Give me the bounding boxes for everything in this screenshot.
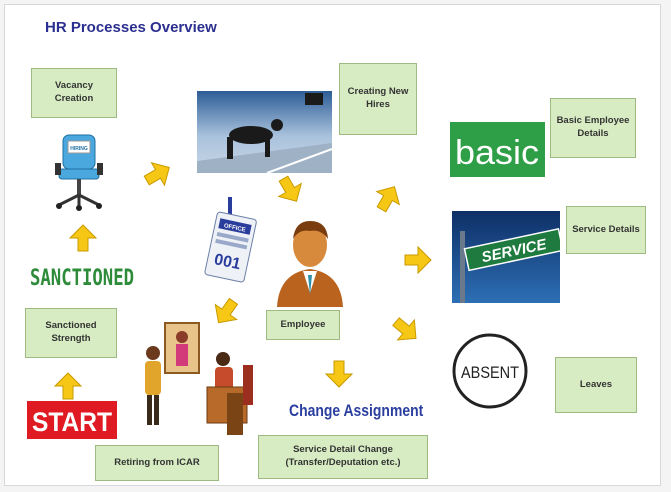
service-details-box: Service Details (566, 206, 646, 254)
sanctioned-text: SANCTIONED (30, 266, 134, 291)
retiring-from-icar-box: Retiring from ICAR (95, 445, 219, 481)
chair-sign-text: HIRING (70, 146, 88, 152)
creating-new-hires-box: Creating New Hires (339, 63, 417, 135)
office-chair-image: HIRING (55, 134, 103, 211)
arrow-sanctioned-to-vacancy (68, 224, 98, 252)
arrow-to-change-assignment (324, 360, 354, 388)
badge-top-text: OFFICE (223, 223, 246, 233)
sanctioned-word: SANCTIONED (30, 266, 134, 291)
change-assignment-label: Change Assignment (289, 401, 424, 420)
leaves-box: Leaves (555, 357, 637, 413)
start-sign: START (27, 401, 117, 439)
employee-box: Employee (266, 310, 340, 340)
page-title: HR Processes Overview (45, 19, 217, 36)
arrow-start-to-strength (53, 372, 83, 400)
retirement-scene-image (145, 322, 253, 435)
arrow-to-basic (375, 186, 401, 213)
arrow-to-retirement (214, 297, 239, 324)
sanctioned-strength-box: Sanctioned Strength (25, 308, 117, 358)
basic-tile: basic (450, 122, 545, 177)
employee-icon (277, 221, 343, 307)
arrow-to-service (404, 245, 432, 275)
arrow-hiring-to-employee (277, 175, 303, 202)
start-text: START (32, 407, 112, 437)
absent-text: ABSENT (461, 363, 519, 382)
vacancy-creation-box: Vacancy Creation (31, 68, 117, 118)
arrow-to-leaves (392, 317, 417, 341)
basic-employee-details-box: Basic Employee Details (550, 98, 636, 158)
absent-stamp: ABSENT (452, 333, 528, 409)
basic-text: basic (455, 134, 539, 172)
slide: HR Processes Overview Vacancy Creation C… (4, 4, 661, 486)
starting-line-photo (197, 91, 332, 173)
arrow-vacancy-to-hiring (143, 161, 170, 187)
badge-number-text: 001 (213, 251, 243, 273)
service-detail-change-box: Service Detail Change (Transfer/Deputati… (258, 435, 428, 479)
service-sign-image: SERVICE (452, 211, 560, 303)
id-badge-image: OFFICE 001 (204, 197, 257, 283)
